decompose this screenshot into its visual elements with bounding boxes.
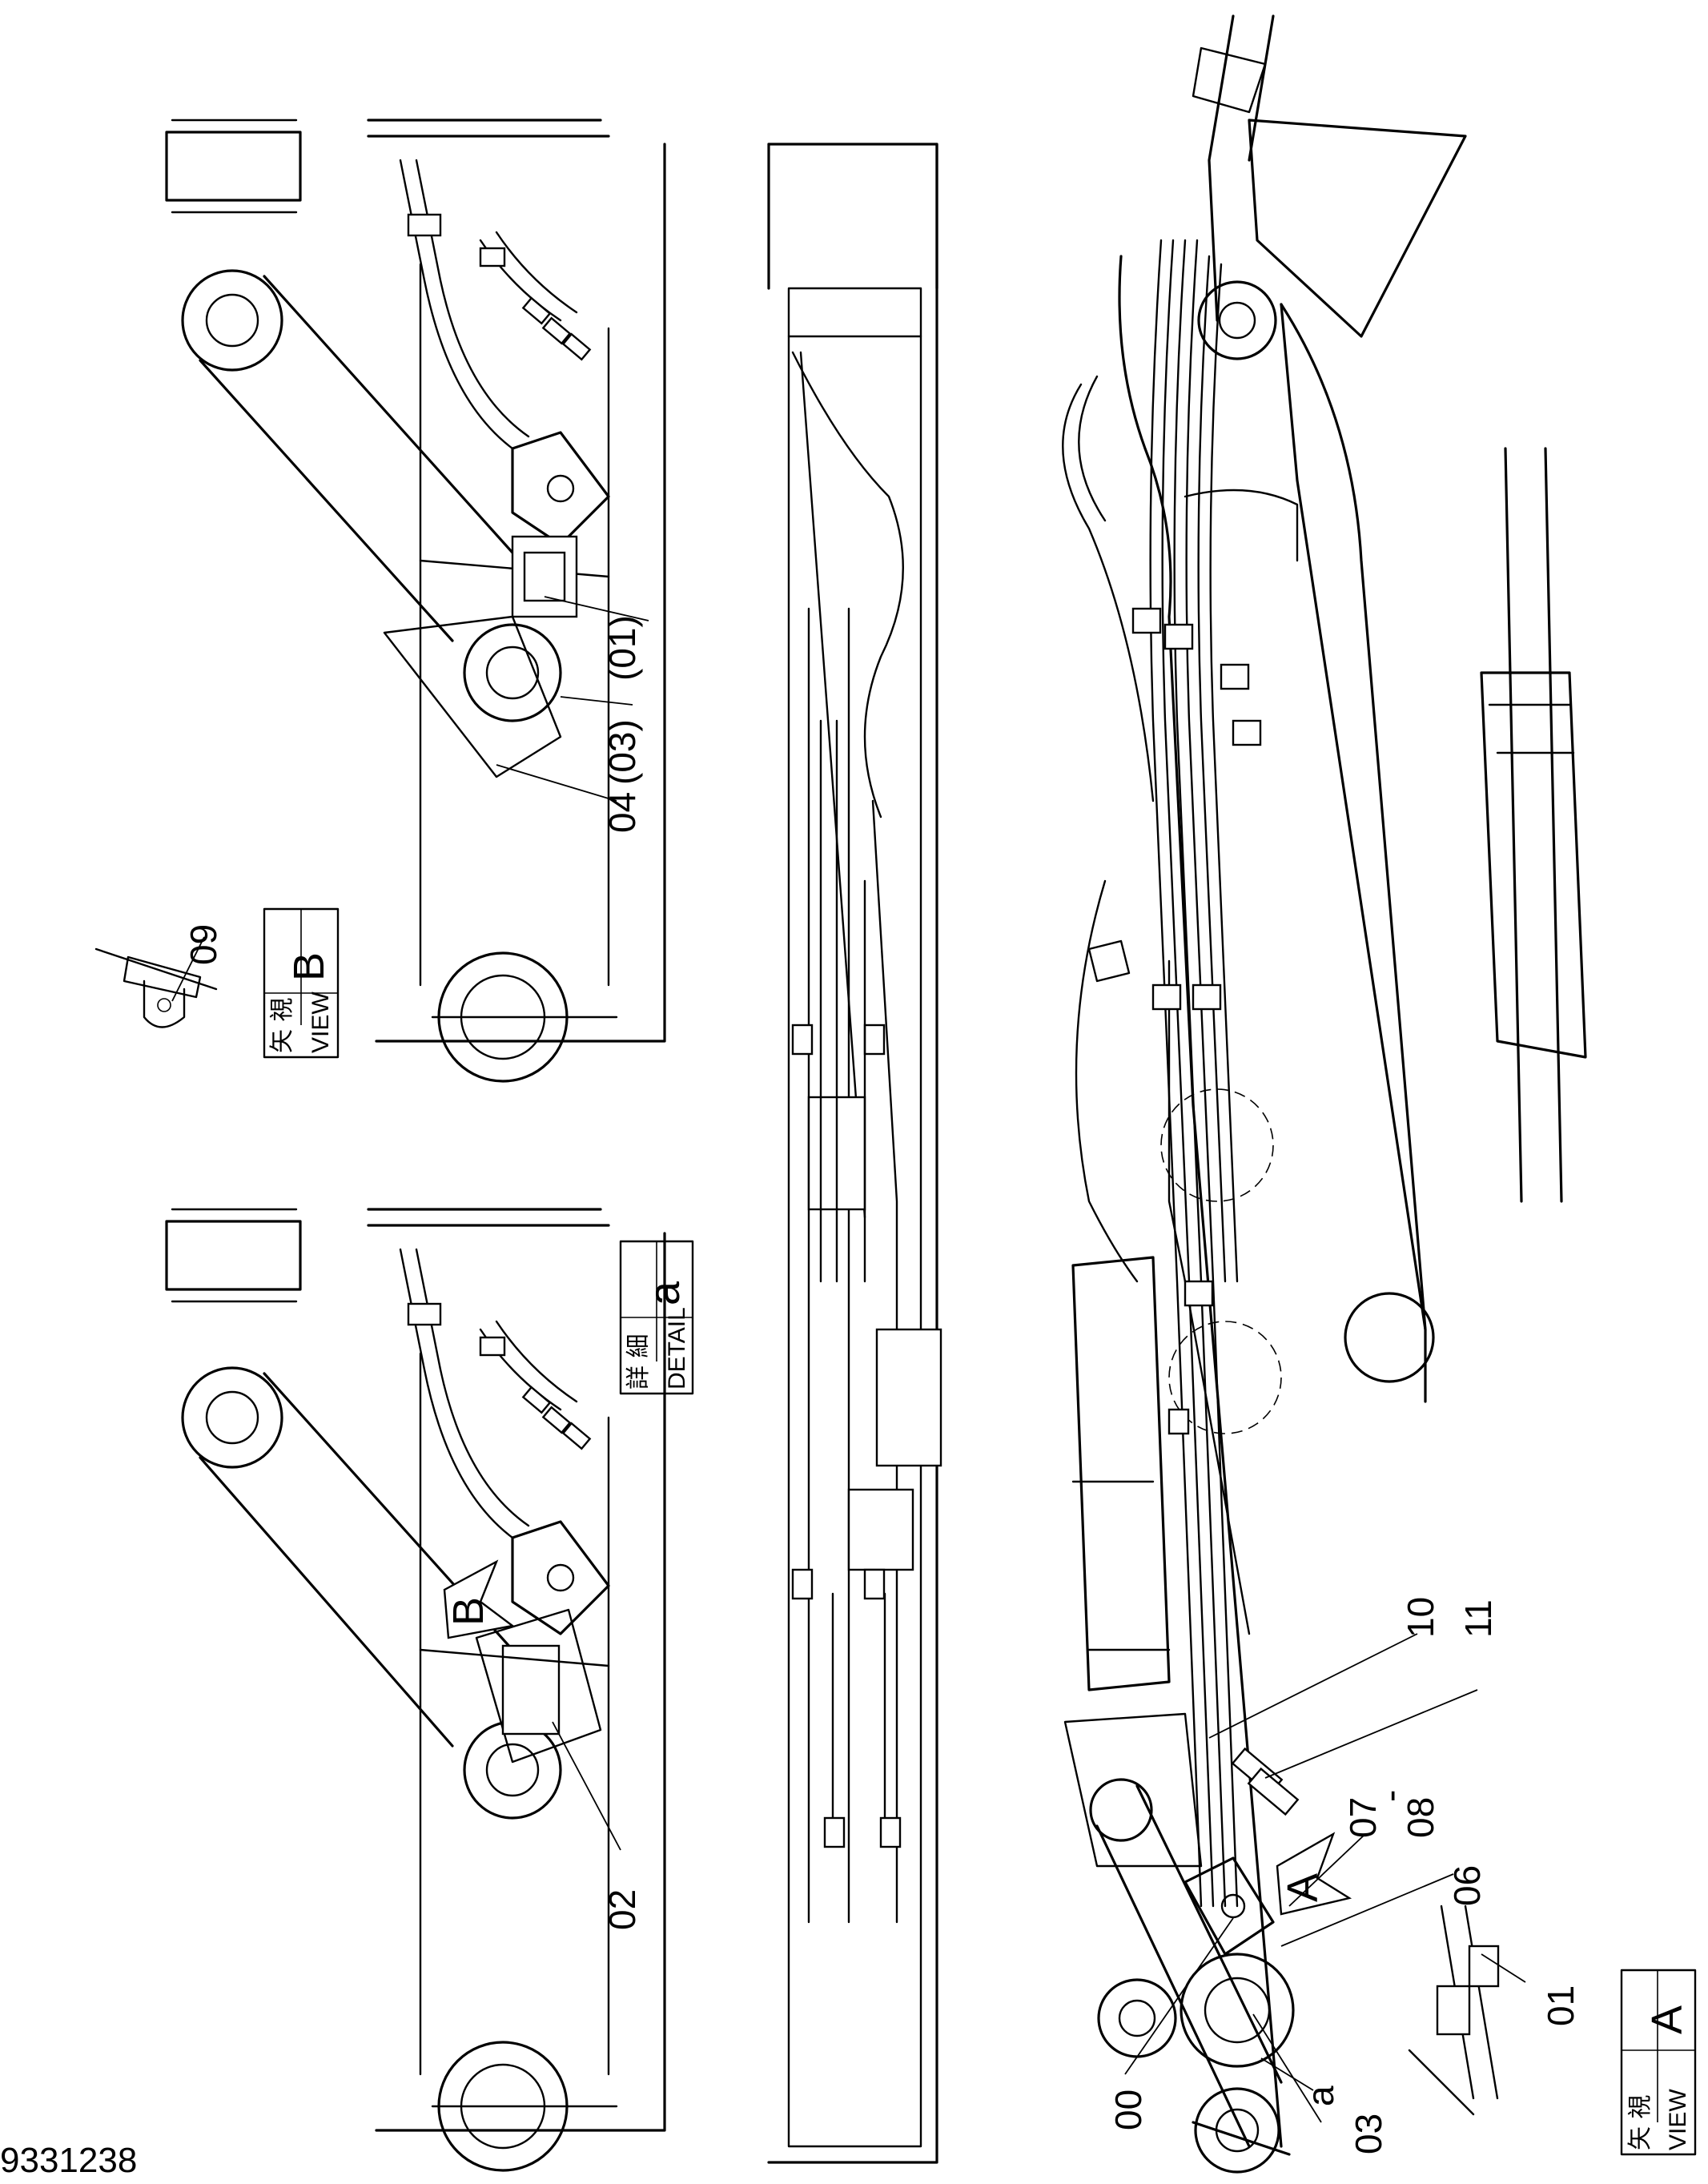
view-b-detail-drawing bbox=[165, 119, 666, 1083]
label-03-paren: (03) bbox=[601, 719, 643, 785]
svg-text:A: A bbox=[1643, 2005, 1691, 2034]
label-01-paren: (01) bbox=[601, 615, 643, 681]
label-03: 03 bbox=[1348, 2114, 1389, 2154]
detail-a-drawing bbox=[165, 1208, 666, 2172]
svg-text:B: B bbox=[285, 952, 333, 981]
svg-text:VIEW: VIEW bbox=[1665, 2089, 1691, 2150]
label-detail-a: a bbox=[1300, 2085, 1341, 2106]
view-a-title-box: 矢 視 VIEW A bbox=[1620, 1969, 1697, 2156]
svg-text:VIEW: VIEW bbox=[307, 991, 334, 1053]
svg-text:矢 視: 矢 視 bbox=[268, 997, 296, 1053]
detail-a-title-box: 詳 細 DETAIL a bbox=[619, 1240, 694, 1395]
label-08: 08 bbox=[1400, 1797, 1441, 1838]
svg-text:矢 視: 矢 視 bbox=[1626, 2094, 1654, 2150]
label-00: 00 bbox=[1107, 2089, 1149, 2130]
label-02: 02 bbox=[601, 1889, 643, 1930]
label-06: 06 bbox=[1446, 1865, 1488, 1906]
arrow-marker-a: A bbox=[1276, 1832, 1352, 1916]
drawing-number: 9331238 bbox=[0, 2141, 137, 2180]
view-b-title-box: 矢 視 VIEW B bbox=[263, 907, 340, 1059]
leader-lines bbox=[171, 596, 1526, 2123]
part-labels: (01) (03) 04 09 02 10 11 07 - 08 06 00 a… bbox=[183, 615, 1581, 2154]
label-09: 09 bbox=[183, 924, 224, 965]
label-10: 10 bbox=[1400, 1597, 1441, 1638]
svg-text:B: B bbox=[444, 1597, 492, 1626]
label-11: 11 bbox=[1457, 1599, 1499, 1638]
label-07: 07 bbox=[1342, 1797, 1384, 1838]
svg-text:DETAIL: DETAIL bbox=[664, 1307, 690, 1390]
view-b-small-drawing bbox=[94, 947, 218, 1028]
arm-assembly-drawing bbox=[767, 143, 942, 2164]
label-01: 01 bbox=[1540, 1985, 1581, 2026]
svg-text:詳 細: 詳 細 bbox=[625, 1333, 653, 1390]
svg-text:a: a bbox=[641, 1281, 689, 1305]
label-07-dash: - bbox=[1369, 1790, 1411, 1802]
arrow-marker-b: B bbox=[443, 1559, 515, 1639]
boom-overall-drawing bbox=[1062, 14, 1587, 2174]
view-a-small-drawing bbox=[1408, 1904, 1500, 2116]
label-04: 04 bbox=[601, 792, 643, 833]
